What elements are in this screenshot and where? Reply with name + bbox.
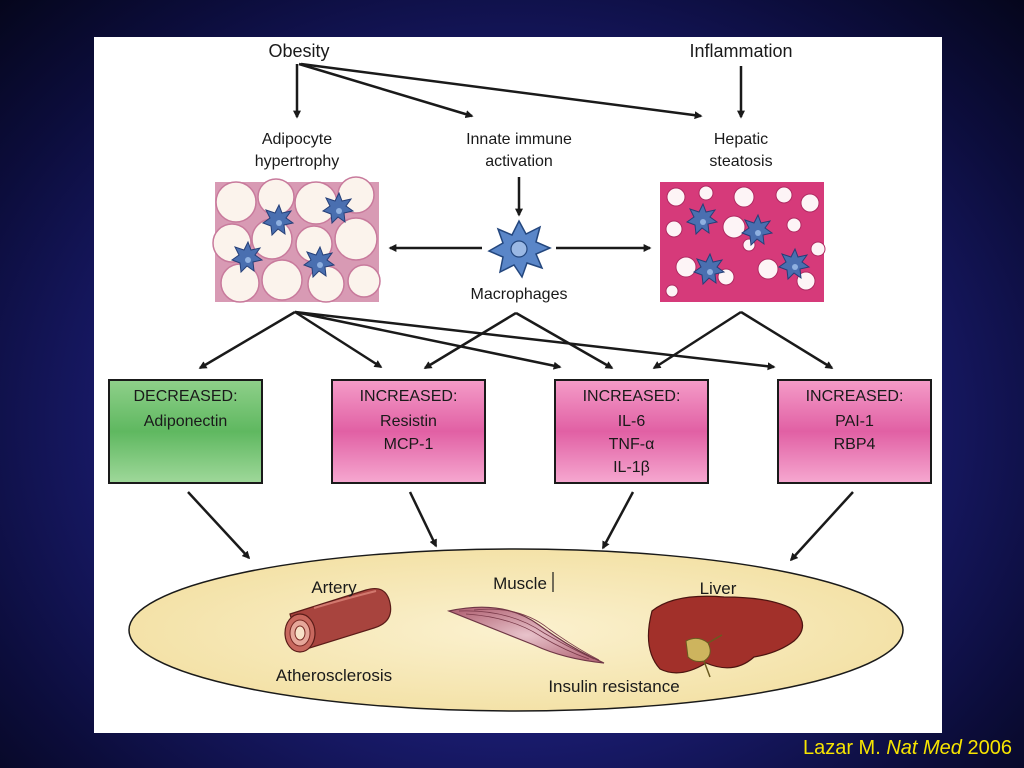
liver-icon	[647, 595, 804, 678]
adipocyte-label-line1: Adipocyte	[262, 131, 332, 148]
box-cytokines-line1: IL-6	[618, 413, 646, 430]
adipose-tissue-image	[212, 176, 381, 303]
arrow-adipose-box3	[294, 310, 562, 370]
macrophages-label: Macrophages	[471, 286, 568, 303]
arrow-adipose-box1	[198, 310, 296, 370]
hepatic-label-line1: Hepatic	[714, 131, 768, 148]
muscle-label: Muscle	[493, 574, 547, 593]
box-resistin: INCREASED: Resistin MCP-1	[331, 379, 486, 484]
obesity-inflammation-diagram: Obesity Inflammation Adipocyte hypertrop…	[108, 41, 932, 712]
arrow-macrophage-box3	[515, 311, 614, 370]
arrow-obesity-hepatic	[300, 62, 703, 120]
box-resistin-line1: Resistin	[380, 413, 437, 430]
arrow-obesity-innate	[298, 62, 474, 118]
box-cytokines-line2: TNF-α	[609, 436, 655, 453]
obesity-label: Obesity	[268, 41, 329, 61]
arrow-adipose-box4	[294, 310, 776, 371]
arrow-liver-box4	[740, 310, 834, 370]
citation-journal: Nat Med	[886, 737, 962, 759]
arrow-macrophage-box2	[423, 311, 517, 370]
arrows-to-boxes	[198, 310, 834, 371]
arrow-liver-box3	[652, 310, 742, 370]
innate-label-line1: Innate immune	[466, 131, 572, 148]
insulin-resistance-label: Insulin resistance	[548, 677, 679, 696]
box-resistin-line2: MCP-1	[384, 436, 434, 453]
box-cytokines-line3: IL-1β	[613, 459, 650, 476]
inflammation-label: Inflammation	[689, 41, 792, 61]
hepatic-label-line2: steatosis	[709, 153, 772, 170]
citation-year: 2006	[967, 737, 1013, 759]
muscle-icon	[446, 606, 605, 664]
box-pai1-line2: RBP4	[834, 436, 876, 453]
citation-author: Lazar M.	[802, 737, 881, 759]
box-cytokines-heading: INCREASED:	[583, 388, 681, 405]
arrow-box2-outcomes	[408, 491, 438, 548]
hepatic-tissue-image	[660, 182, 826, 302]
arrow-box1-outcomes	[187, 491, 251, 560]
liver-label: Liver	[700, 579, 737, 598]
box-adiponectin-heading: DECREASED:	[133, 388, 237, 405]
box-adiponectin-line1: Adiponectin	[144, 413, 228, 430]
macrophage-icon	[487, 219, 552, 279]
innate-label-line2: activation	[485, 153, 553, 170]
adipocyte-label-line2: hypertrophy	[255, 153, 340, 170]
arrow-box4-outcomes	[789, 491, 854, 562]
arrow-adipose-box2	[294, 310, 383, 369]
artery-icon	[284, 587, 392, 653]
box-pai1: INCREASED: PAI-1 RBP4	[777, 379, 932, 484]
figure-panel: Obesity Inflammation Adipocyte hypertrop…	[94, 37, 942, 733]
box-pai1-line1: PAI-1	[835, 413, 874, 430]
top-arrows	[293, 62, 745, 120]
box-pai1-heading: INCREASED:	[806, 388, 904, 405]
box-cytokines: INCREASED: IL-6 TNF-α IL-1β	[554, 379, 709, 484]
artery-label: Artery	[311, 578, 357, 597]
arrows-to-outcomes	[187, 491, 854, 562]
box-adiponectin: DECREASED: Adiponectin	[108, 379, 263, 484]
box-resistin-heading: INCREASED:	[360, 388, 458, 405]
atherosclerosis-label: Atherosclerosis	[276, 666, 392, 685]
citation: Lazar M. Nat Med 2006	[803, 737, 1012, 760]
arrow-box3-outcomes	[601, 491, 635, 550]
